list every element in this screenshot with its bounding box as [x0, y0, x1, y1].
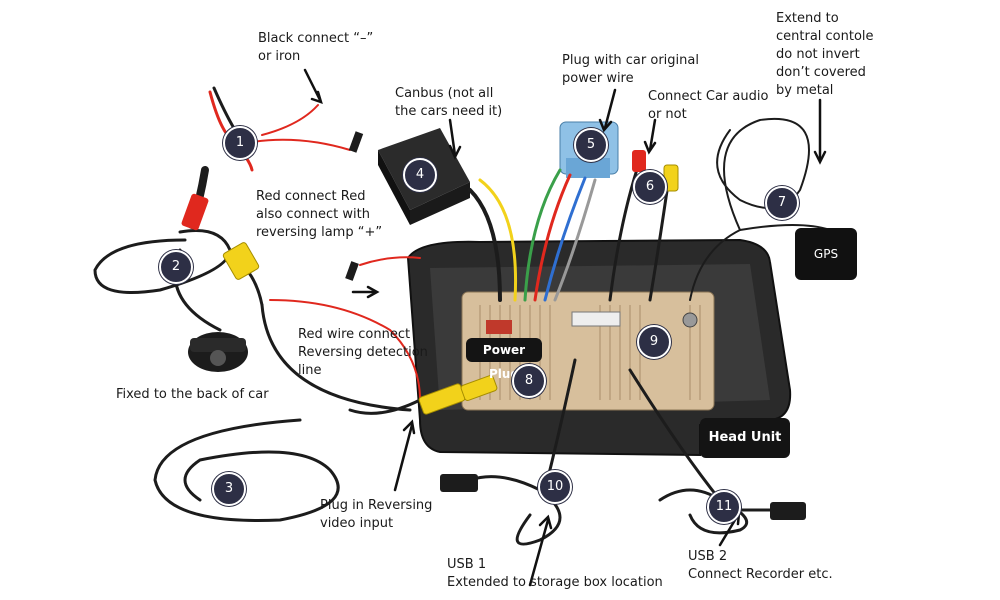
usb2-connector — [770, 502, 806, 520]
badge-1: 1 — [223, 126, 257, 160]
label-fixed-back: Fixed to the back of car — [116, 387, 269, 402]
badge-10: 10 — [538, 470, 572, 504]
badge-4: 4 — [403, 158, 437, 192]
badge-3: 3 — [212, 472, 246, 506]
head-unit-label: Head Unit — [700, 418, 790, 458]
power-plug-socket — [486, 320, 512, 334]
badge-7: 7 — [765, 186, 799, 220]
badge-5: 5 — [574, 128, 608, 162]
gps-module — [795, 228, 857, 280]
usb1-connector — [440, 474, 478, 492]
badge-6: 6 — [633, 170, 667, 204]
gps-label: GPS — [813, 247, 839, 261]
label-black-connect: Black connect “–”or iron — [258, 31, 374, 64]
rear-camera — [188, 332, 248, 372]
badge-9: 9 — [637, 325, 671, 359]
yellow-connectors — [181, 150, 679, 415]
badge-8: 8 — [512, 364, 546, 398]
power-plug-label: Power Plug — [466, 338, 542, 381]
pointer-arrows — [303, 68, 827, 587]
badge-2: 2 — [159, 250, 193, 284]
badge-11: 11 — [707, 490, 741, 524]
